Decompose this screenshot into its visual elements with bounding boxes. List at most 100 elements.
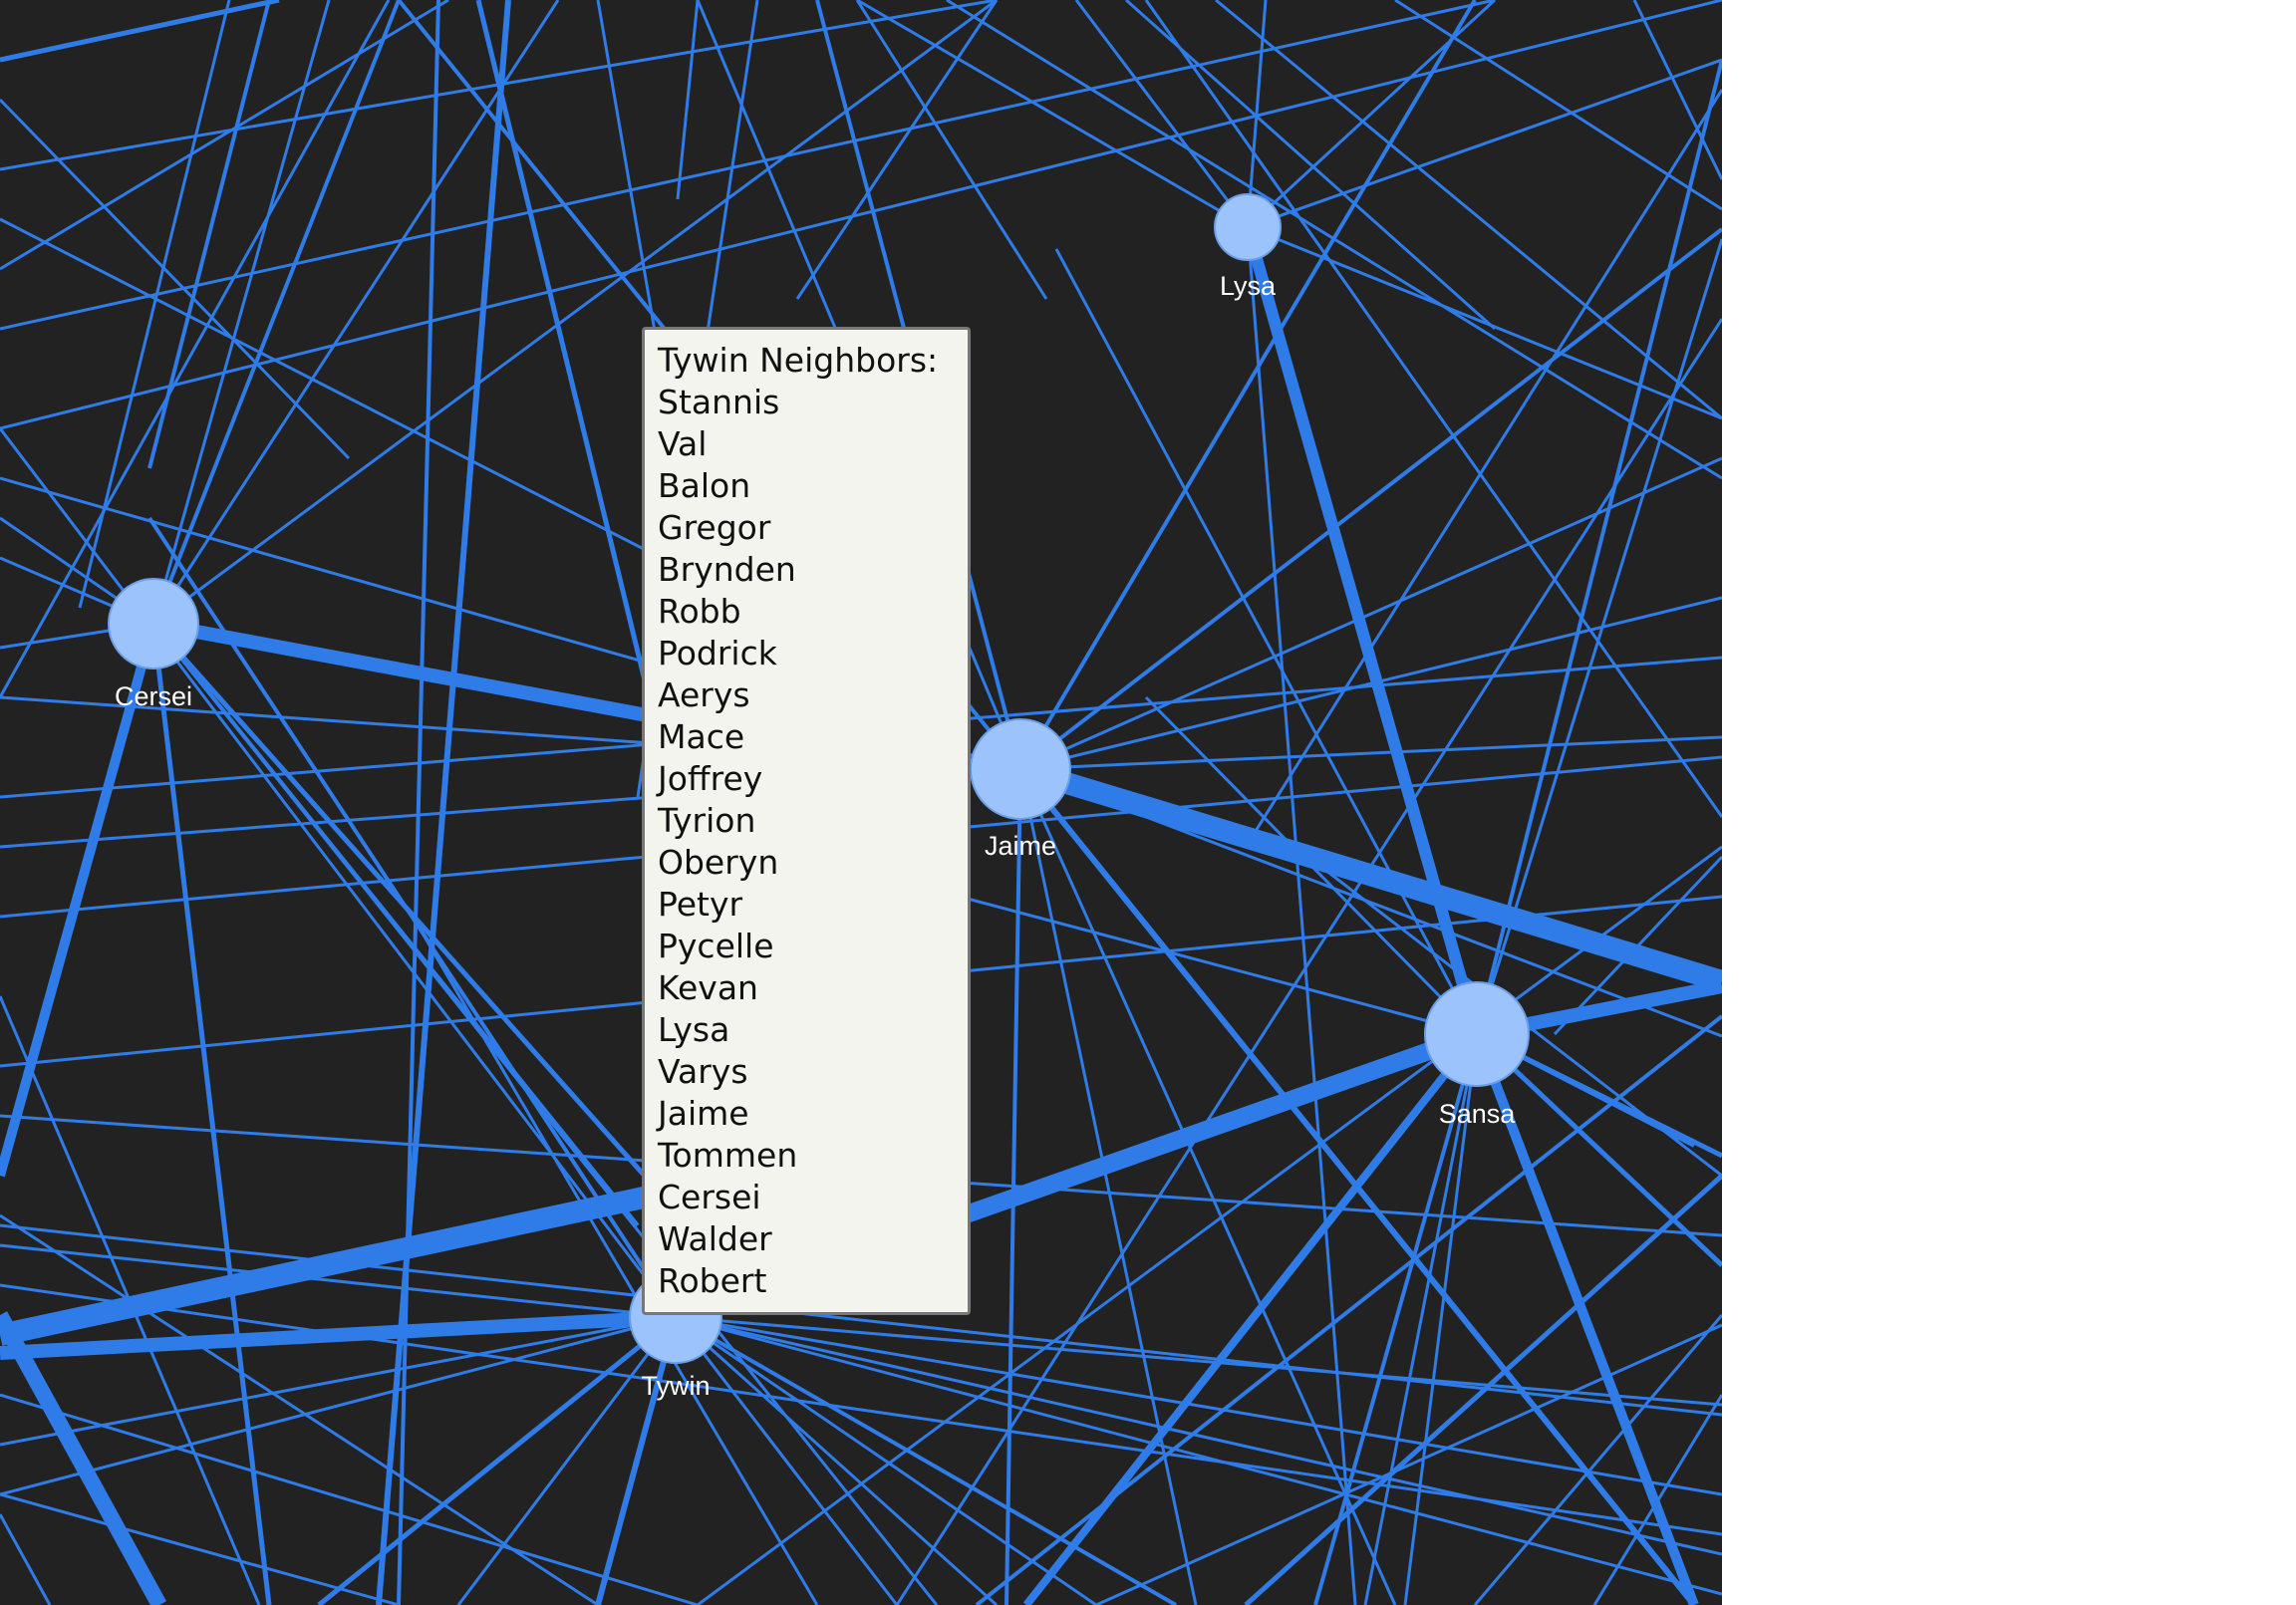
graph-edge — [1019, 767, 1722, 1038]
graph-edge — [1054, 248, 1479, 1035]
graph-edge — [1018, 0, 1477, 771]
neighbor-item: Mace — [658, 717, 745, 756]
graph-edge — [1553, 855, 1722, 1036]
node-circle[interactable] — [1424, 981, 1530, 1087]
graph-edge — [147, 516, 678, 1319]
graph-edge — [1144, 695, 1479, 1036]
graph-edge — [0, 98, 351, 460]
neighbor-item: Aerys — [658, 675, 750, 714]
graph-node-cersei[interactable]: Cersei — [108, 578, 199, 711]
graph-edge — [674, 1315, 999, 1605]
neighbor-item: Petyr — [658, 885, 743, 924]
neighbor-item: Cersei — [658, 1178, 761, 1216]
graph-edge — [675, 1315, 1097, 1605]
graph-edge — [0, 0, 1722, 430]
graph-edge — [1475, 1032, 1722, 1267]
neighbor-item: Tyrion — [658, 801, 756, 840]
graph-edge — [697, 845, 1722, 1605]
graph-edge — [1074, 0, 1250, 228]
graph-edge — [0, 427, 678, 1318]
node-label: Tywin — [641, 1371, 710, 1401]
graph-edge — [0, 1185, 656, 1346]
graph-edge — [1592, 1394, 1722, 1605]
neighbor-item: Walder — [658, 1219, 772, 1258]
node-label: Cersei — [115, 681, 192, 711]
graph-edge — [1016, 758, 1722, 992]
graph-edge — [147, 0, 271, 469]
graph-edge — [676, 0, 700, 200]
graph-edge — [1017, 767, 1697, 1605]
graph-edge — [0, 622, 158, 1178]
graph-edge — [1244, 1174, 1722, 1605]
neighbor-item: Robb — [658, 592, 741, 631]
graph-edge — [1394, 0, 1722, 211]
graph-edge — [1475, 238, 1722, 1035]
graph-edge — [150, 623, 272, 1605]
graph-edge — [1247, 225, 1722, 420]
graph-edge — [0, 0, 449, 271]
graph-edge — [1472, 1032, 1699, 1605]
graph-node-sansa[interactable]: Sansa — [1424, 981, 1530, 1129]
graph-node-jaime[interactable]: Jaime — [970, 718, 1071, 861]
graph-edge — [0, 1513, 52, 1605]
graph-edge — [1095, 1323, 1722, 1605]
graph-edge — [0, 1315, 677, 1496]
graph-edge — [855, 0, 1048, 300]
neighbor-item: Lysa — [658, 1010, 730, 1049]
graph-edge — [675, 1315, 1177, 1605]
graph-edge — [0, 1315, 677, 1447]
graph-edge — [456, 1316, 678, 1605]
graph-edge — [0, 0, 1496, 331]
graph-edge — [1018, 227, 1722, 771]
graph-edge — [1019, 596, 1722, 771]
graph-edge — [1632, 0, 1722, 180]
graph-edge — [595, 1316, 679, 1605]
graph-edge — [397, 0, 440, 1605]
graph-edge — [1246, 226, 1357, 1605]
graph-edge — [856, 0, 1249, 229]
neighbor-item: Kevan — [658, 968, 758, 1007]
graph-edge — [1125, 0, 1496, 331]
graph-edge — [1247, 58, 1722, 229]
neighbor-item: Varys — [658, 1052, 748, 1091]
graph-edge — [376, 0, 511, 1605]
node-label: Jaime — [985, 831, 1056, 861]
node-label: Lysa — [1220, 271, 1277, 301]
neighbor-item: Oberyn — [658, 843, 779, 882]
graph-edge — [1475, 59, 1722, 1035]
graph-edge — [1019, 735, 1722, 771]
graph-edge — [317, 1315, 678, 1605]
node-circle[interactable] — [1214, 193, 1282, 261]
graph-edge — [151, 623, 939, 1605]
graph-edge — [1244, 89, 1722, 848]
graph-edge — [1363, 1033, 1479, 1605]
graph-edge — [151, 0, 401, 625]
graph-edge — [1313, 1033, 1479, 1605]
graph-edge — [0, 1213, 599, 1605]
graph-edge — [1403, 1033, 1479, 1605]
graph-edge — [1144, 0, 1722, 818]
graph-edge — [0, 1492, 400, 1605]
graph-edge — [0, 1283, 1722, 1536]
node-circle[interactable] — [970, 718, 1071, 820]
graph-edge — [1022, 1031, 1481, 1605]
graph-edge — [0, 0, 391, 698]
neighbor-item: Stannis — [658, 383, 780, 421]
graph-edge — [675, 1315, 1722, 1407]
graph-edge — [1018, 768, 1397, 1605]
node-circle[interactable] — [108, 578, 199, 669]
neighbor-item: Val — [658, 424, 708, 463]
graph-edge — [975, 1014, 1722, 1605]
graph-edge — [417, 926, 819, 1605]
graph-node-lysa[interactable]: Lysa — [1214, 193, 1282, 301]
graph-edge — [675, 1315, 1722, 1496]
neighbor-item: Jaime — [658, 1094, 749, 1133]
graph-edge — [675, 1315, 1722, 1556]
neighbor-item: Gregor — [658, 508, 771, 547]
graph-edge — [895, 318, 1722, 1605]
graph-edge — [151, 617, 660, 724]
